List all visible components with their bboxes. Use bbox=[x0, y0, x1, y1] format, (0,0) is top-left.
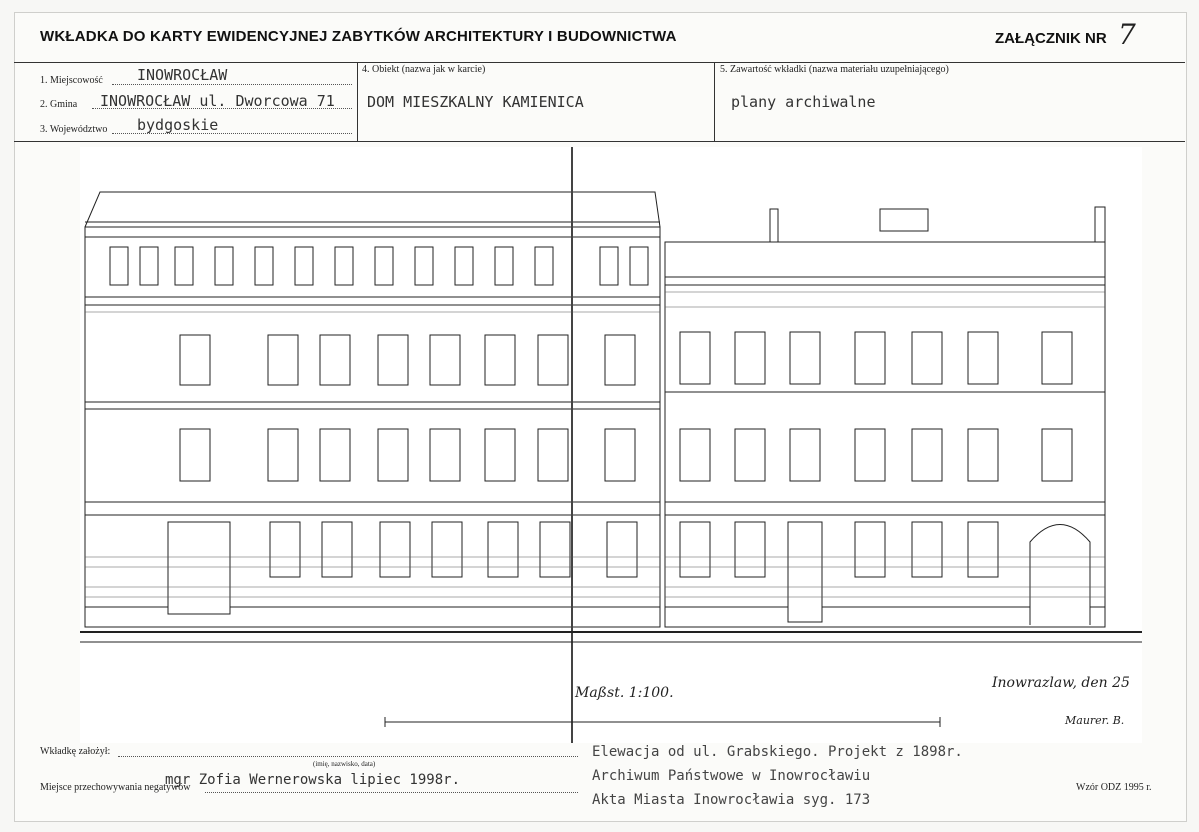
founded-sub-label: (imię, nazwisko, data) bbox=[313, 760, 376, 768]
header-divider bbox=[14, 62, 1185, 63]
attachment-number: 7 bbox=[1118, 18, 1136, 51]
commune-value: INOWROCŁAW ul. Dworcowa 71 bbox=[100, 92, 335, 110]
fields-divider bbox=[14, 141, 1185, 142]
author-value: mgr Zofia Wernerowska lipiec 1998r. bbox=[165, 772, 461, 788]
founded-dots bbox=[118, 756, 578, 757]
column-divider-1 bbox=[357, 62, 358, 141]
caption-line-1: Elewacja od ul. Grabskiego. Projekt z 18… bbox=[592, 744, 963, 760]
column-divider-2 bbox=[714, 62, 715, 141]
storage-dots bbox=[205, 792, 578, 793]
locality-value: INOWROCŁAW bbox=[137, 66, 228, 84]
commune-label: 2. Gmina bbox=[40, 99, 78, 110]
architect-signature: Maurer. B. bbox=[1065, 714, 1125, 727]
voivodeship-value: bydgoskie bbox=[137, 116, 219, 134]
place-date-note: Inowrazlaw, den 25 bbox=[992, 675, 1130, 691]
caption-line-3: Akta Miasta Inowrocławia syg. 173 bbox=[592, 792, 871, 808]
attachment-label: ZAŁĄCZNIK NR bbox=[995, 30, 1107, 47]
commune-dots bbox=[92, 108, 352, 109]
form-title: WKŁADKA DO KARTY EWIDENCYJNEJ ZABYTKÓW A… bbox=[40, 28, 677, 45]
object-label: 4. Obiekt (nazwa jak w karcie) bbox=[362, 64, 486, 75]
founded-label: Wkładkę założył: bbox=[40, 746, 111, 757]
caption-line-2: Archiwum Państwowe w Inowrocławiu bbox=[592, 768, 871, 784]
locality-label: 1. Miejscowość bbox=[40, 75, 103, 86]
locality-dots bbox=[112, 84, 352, 85]
form-code: Wzór ODZ 1995 r. bbox=[1076, 782, 1152, 793]
voivodeship-label: 3. Województwo bbox=[40, 124, 108, 135]
voivodeship-dots bbox=[112, 133, 352, 134]
scale-note: Maßst. 1:100. bbox=[575, 685, 674, 701]
facade-elevation-image bbox=[80, 147, 1142, 743]
content-value: plany archiwalne bbox=[731, 93, 876, 111]
object-value: DOM MIESZKALNY KAMIENICA bbox=[367, 93, 584, 111]
elevation-drawing: Maßst. 1:100. Inowrazlaw, den 25 Maurer.… bbox=[80, 147, 1142, 743]
storage-label: Miejsce przechowywania negatywów bbox=[40, 782, 191, 793]
content-label: 5. Zawartość wkładki (nazwa materiału uz… bbox=[720, 64, 949, 75]
